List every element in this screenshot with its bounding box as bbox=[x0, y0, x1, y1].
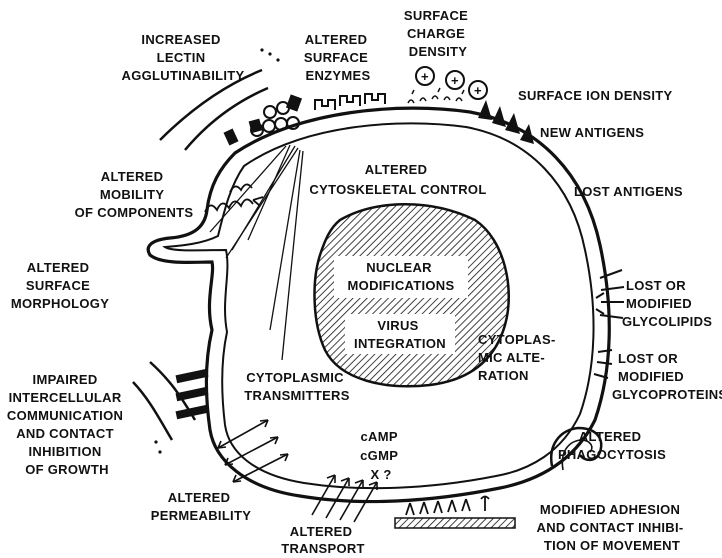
label-line: AGGLUTINABILITY bbox=[122, 68, 245, 83]
label-line: MIC ALTE- bbox=[478, 350, 545, 365]
label-cytoplasmic-alteration: CYTOPLAS- MIC ALTE- RATION bbox=[478, 332, 560, 383]
label-altered-cytoskeletal-control: ALTERED CYTOSKELETAL CONTROL bbox=[309, 162, 486, 197]
label-line: MODIFIED ADHESION bbox=[540, 502, 680, 517]
surface-charges: + + + bbox=[408, 67, 487, 103]
label-modified-adhesion: MODIFIED ADHESION AND CONTACT INHIBI- TI… bbox=[537, 502, 688, 553]
label-line: ALTERED bbox=[168, 490, 231, 505]
label-second-messengers: cAMP cGMP X ? bbox=[360, 429, 402, 482]
label-line: ENZYMES bbox=[306, 68, 371, 83]
label-surface-charge-density: SURFACE CHARGE DENSITY bbox=[404, 8, 472, 59]
transport-arrows bbox=[312, 475, 377, 522]
label-line: TION OF MOVEMENT bbox=[544, 538, 680, 553]
label-line: CYTOSKELETAL CONTROL bbox=[309, 182, 486, 197]
cytoskeletal-fibres bbox=[210, 145, 303, 360]
label-line: INTERCELLULAR bbox=[9, 390, 122, 405]
label-line: COMMUNICATION bbox=[7, 408, 123, 423]
label-lost-glycolipids: LOST OR MODIFIED GLYCOLIPIDS bbox=[622, 278, 712, 329]
label-surface-ion-density: SURFACE ION DENSITY bbox=[518, 88, 673, 103]
label-line: SURFACE bbox=[304, 50, 368, 65]
label-line: MORPHOLOGY bbox=[11, 296, 109, 311]
label-line: RATION bbox=[478, 368, 529, 383]
label-line: PERMEABILITY bbox=[151, 508, 251, 523]
permeability-arrows bbox=[218, 420, 288, 482]
label-line: LOST ANTIGENS bbox=[574, 184, 683, 199]
label-altered-mobility: ALTERED MOBILITY OF COMPONENTS bbox=[75, 169, 194, 220]
label-altered-surface-enzymes: ALTERED SURFACE ENZYMES bbox=[304, 32, 372, 83]
label-line: SURFACE bbox=[26, 278, 90, 293]
charge-plus: + bbox=[451, 73, 459, 88]
label-altered-permeability: ALTERED PERMEABILITY bbox=[151, 490, 251, 523]
label-line: VIRUS bbox=[377, 318, 418, 333]
charge-plus: + bbox=[474, 83, 482, 98]
label-line: ALTERED bbox=[290, 524, 353, 539]
label-line: AND CONTACT INHIBI- bbox=[537, 520, 684, 535]
surface-enzymes bbox=[315, 94, 385, 110]
label-line: ALTERED bbox=[27, 260, 90, 275]
label-line: cAMP bbox=[360, 429, 397, 444]
label-line: cGMP bbox=[360, 448, 398, 463]
label-impaired-intercellular: IMPAIRED INTERCELLULAR COMMUNICATION AND… bbox=[7, 372, 127, 477]
label-line: MOBILITY bbox=[100, 187, 165, 202]
label-line: LOST OR bbox=[626, 278, 686, 293]
label-line: NUCLEAR bbox=[366, 260, 432, 275]
label-line: INCREASED bbox=[141, 32, 220, 47]
label-line: NEW ANTIGENS bbox=[540, 125, 644, 140]
label-line: CYTOPLAS- bbox=[478, 332, 556, 347]
label-line: OF COMPONENTS bbox=[75, 205, 194, 220]
label-line: OF GROWTH bbox=[25, 462, 109, 477]
label-line: INTEGRATION bbox=[354, 336, 446, 351]
label-line: GLYCOLIPIDS bbox=[622, 314, 712, 329]
label-line: ALTERED bbox=[365, 162, 428, 177]
label-line: ALTERED bbox=[579, 429, 642, 444]
charge-plus: + bbox=[421, 69, 429, 84]
label-line: ALTERED bbox=[305, 32, 368, 47]
label-line: IMPAIRED bbox=[33, 372, 98, 387]
label-line: SURFACE ION DENSITY bbox=[518, 88, 673, 103]
label-line: SURFACE bbox=[404, 8, 468, 23]
label-line: MODIFIED bbox=[618, 369, 684, 384]
label-new-antigens: NEW ANTIGENS bbox=[540, 125, 644, 140]
label-line: LECTIN bbox=[157, 50, 206, 65]
label-line: MODIFIED bbox=[626, 296, 692, 311]
label-lost-glycoproteins: LOST OR MODIFIED GLYCOPROTEINS bbox=[612, 351, 722, 402]
label-altered-surface-morphology: ALTERED SURFACE MORPHOLOGY bbox=[11, 260, 109, 311]
label-line: X ? bbox=[370, 467, 391, 482]
label-increased-lectin: INCREASED LECTIN AGGLUTINABILITY bbox=[122, 32, 245, 83]
label-line: AND CONTACT bbox=[16, 426, 114, 441]
label-line: INHIBITION bbox=[29, 444, 102, 459]
label-line: PHAGOCYTOSIS bbox=[558, 447, 666, 462]
label-line: ALTERED bbox=[101, 169, 164, 184]
label-line: GLYCOPROTEINS bbox=[612, 387, 722, 402]
label-cytoplasmic-transmitters: CYTOPLASMIC TRANSMITTERS bbox=[244, 370, 349, 403]
label-altered-transport: ALTERED TRANSPORT bbox=[281, 524, 365, 556]
label-line: CHARGE bbox=[407, 26, 465, 41]
label-altered-phagocytosis: ALTERED PHAGOCYTOSIS bbox=[558, 429, 666, 462]
label-line: CYTOPLASMIC bbox=[246, 370, 344, 385]
label-line: TRANSPORT bbox=[281, 541, 365, 556]
label-line: LOST OR bbox=[618, 351, 678, 366]
label-line: MODIFICATIONS bbox=[348, 278, 455, 293]
label-line: DENSITY bbox=[409, 44, 467, 59]
label-line: TRANSMITTERS bbox=[244, 388, 349, 403]
label-lost-antigens: LOST ANTIGENS bbox=[574, 184, 683, 199]
junction-cell bbox=[133, 362, 208, 454]
